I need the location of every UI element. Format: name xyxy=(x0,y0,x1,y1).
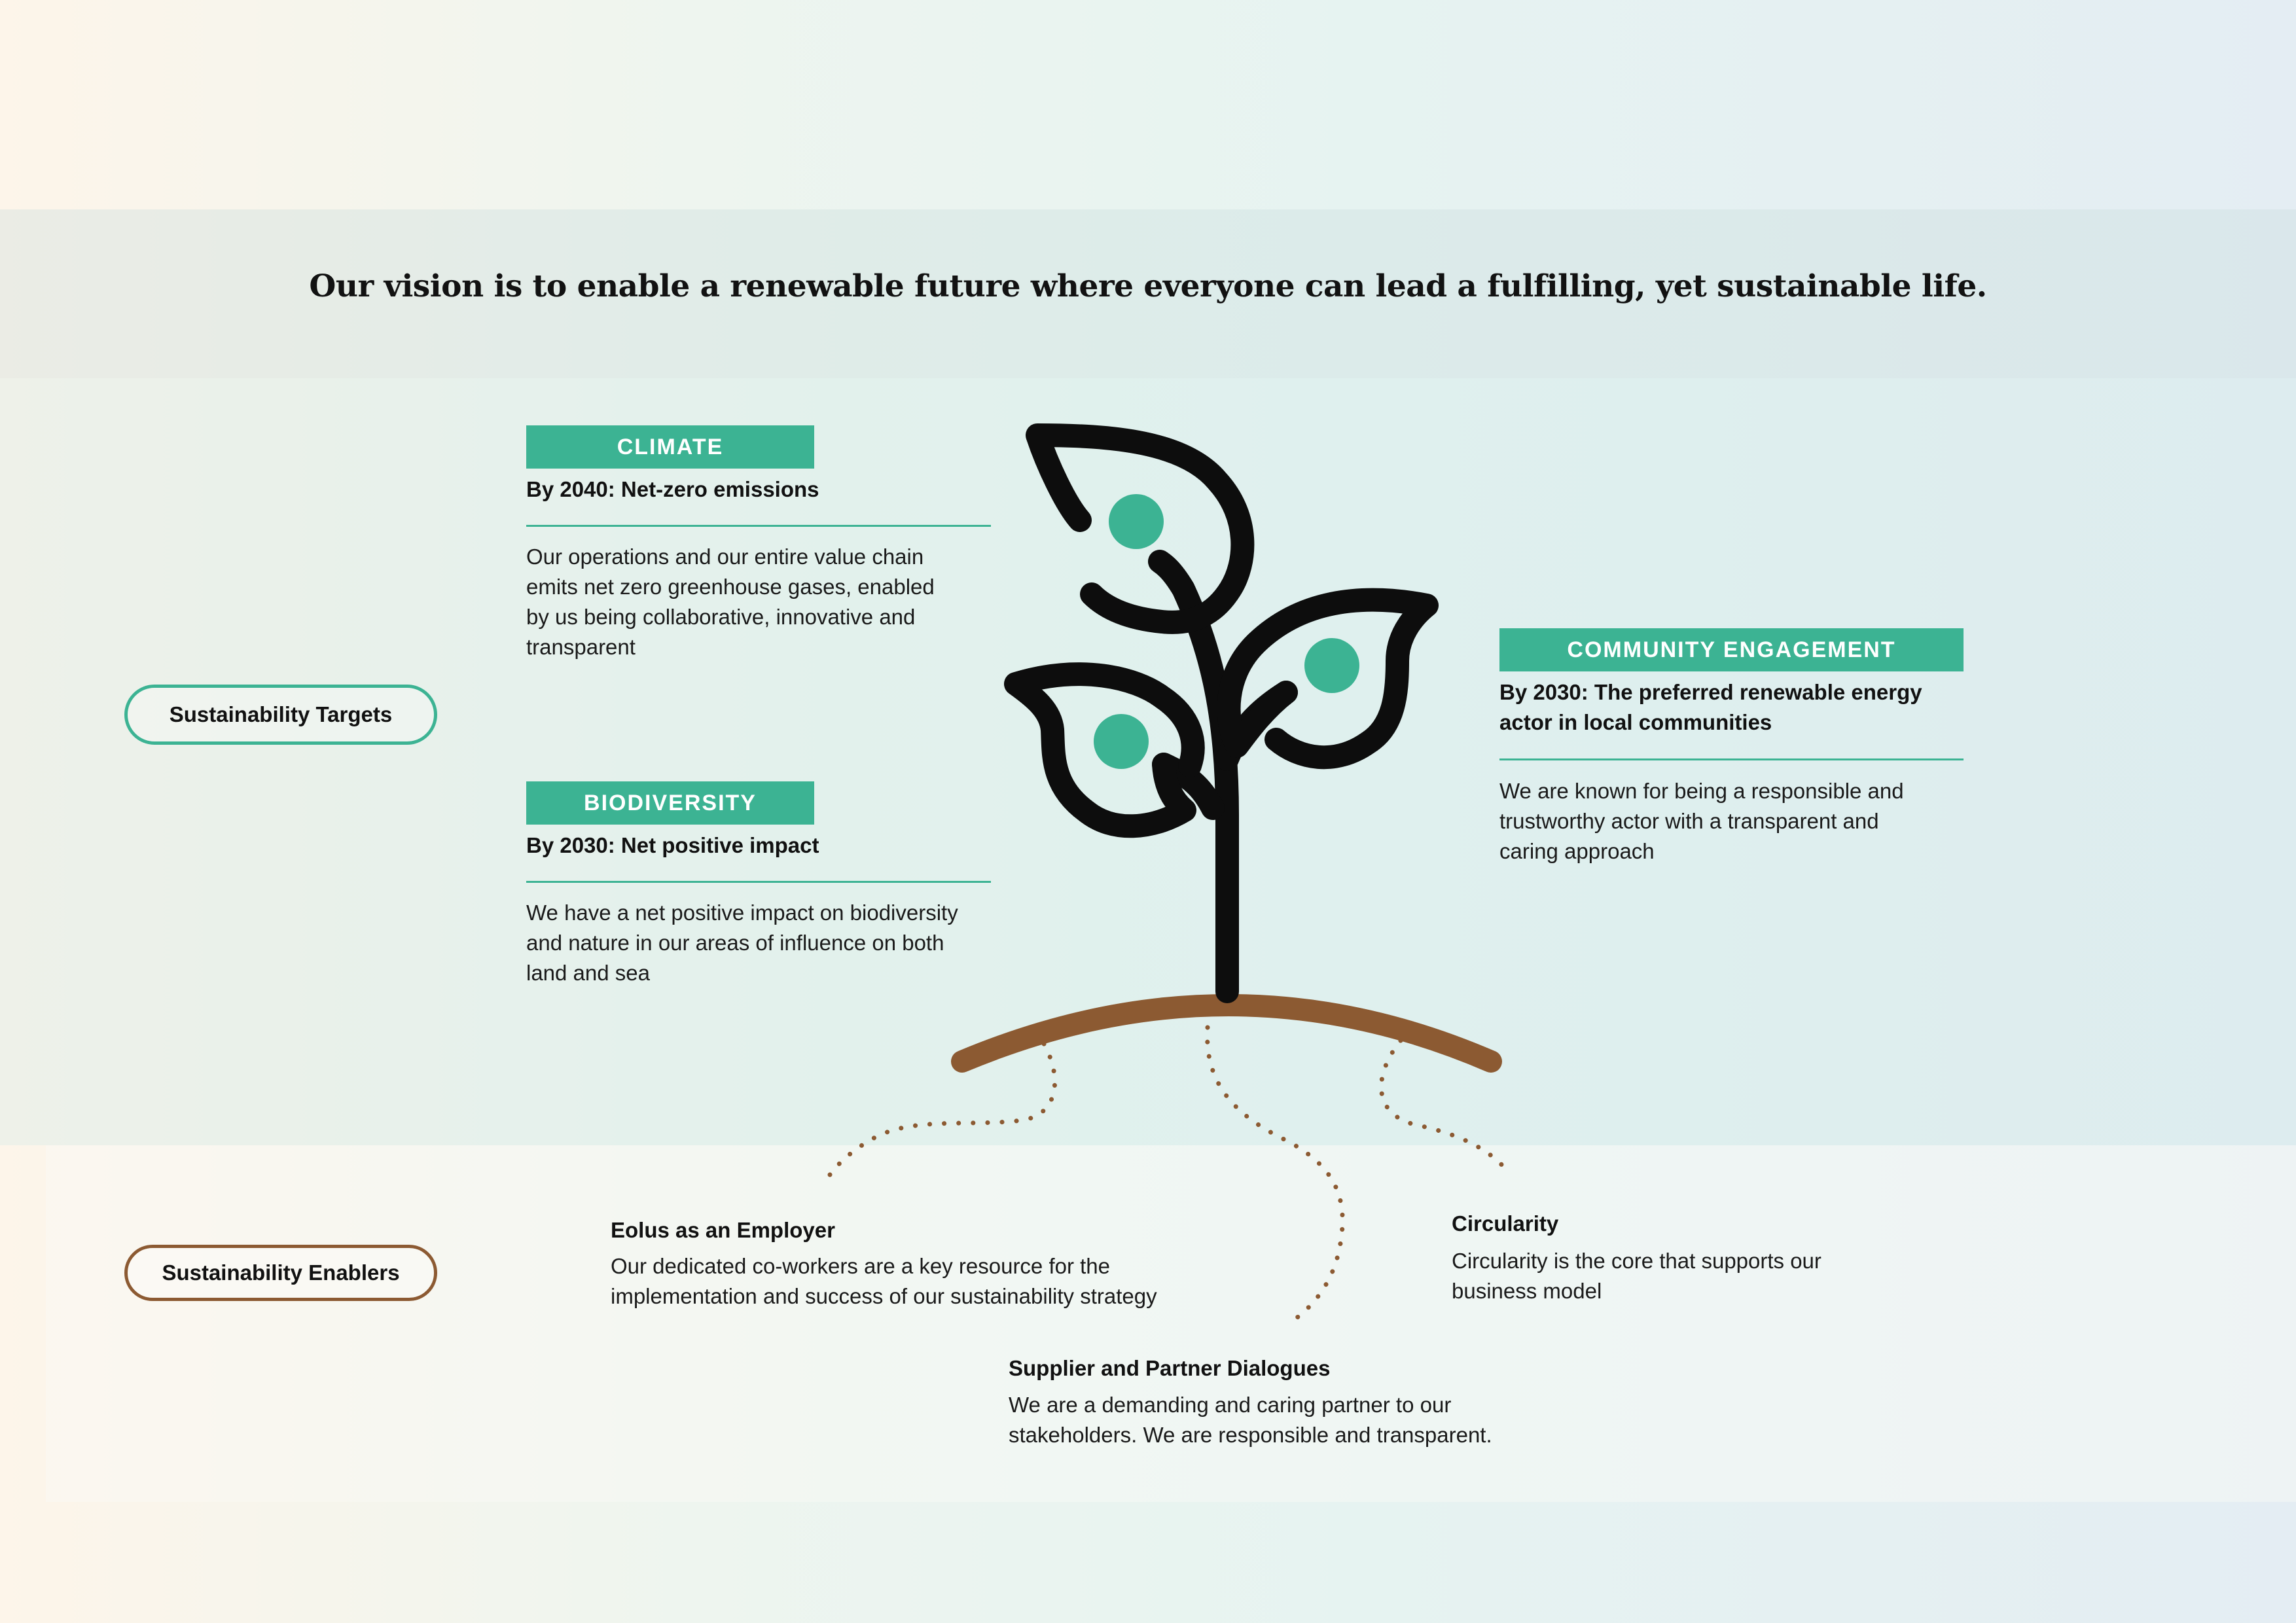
community-line: caring approach xyxy=(1499,839,1655,863)
circularity-description: Circularity is the core that supports ou… xyxy=(1452,1246,1923,1306)
leaf-dots xyxy=(1094,494,1359,769)
biodiversity-divider xyxy=(526,881,991,883)
root-to-suppliers xyxy=(1205,1025,1345,1328)
biodiversity-goal: By 2030: Net positive impact xyxy=(526,833,819,857)
leaf-dot-left xyxy=(1094,714,1149,769)
vision-statement: Our vision is to enable a renewable futu… xyxy=(309,268,1987,304)
suppliers-line: We are a demanding and caring partner to… xyxy=(1009,1393,1452,1417)
employer-description: Our dedicated co-workers are a key resou… xyxy=(611,1251,1265,1311)
biodiversity-description: We have a net positive impact on biodive… xyxy=(526,898,1011,988)
sprout-icon xyxy=(1004,423,1439,1003)
climate-goal: By 2040: Net-zero emissions xyxy=(526,477,819,501)
soil-arc xyxy=(951,994,1502,1073)
employer-title: Eolus as an Employer xyxy=(611,1218,835,1242)
climate-line: Our operations and our entire value chai… xyxy=(526,544,924,569)
biodiversity-line: We have a net positive impact on biodive… xyxy=(526,901,958,925)
circularity-line: Circularity is the core that supports ou… xyxy=(1452,1249,1821,1273)
climate-line: transparent xyxy=(526,635,636,659)
circularity-title: Circularity xyxy=(1452,1211,1559,1236)
suppliers-line: stakeholders. We are responsible and tra… xyxy=(1009,1423,1492,1447)
leaf-left xyxy=(1004,662,1205,838)
employer-line: Our dedicated co-workers are a key resou… xyxy=(611,1254,1111,1278)
dotted-root-lines xyxy=(827,1025,1513,1328)
community-goal: By 2030: The preferred renewable energy … xyxy=(1499,677,1971,738)
leaf-top xyxy=(1026,423,1255,634)
climate-divider xyxy=(526,525,991,527)
root-to-employer xyxy=(827,1041,1058,1177)
community-tag: COMMUNITY ENGAGEMENT xyxy=(1499,628,1964,671)
biodiversity-line: land and sea xyxy=(526,961,650,985)
leaf-right xyxy=(1217,588,1439,770)
sustainability-targets-label: Sustainability Targets xyxy=(124,685,437,745)
root-to-circularity xyxy=(1379,1038,1513,1177)
climate-description: Our operations and our entire value chai… xyxy=(526,542,997,662)
climate-line: by us being collaborative, innovative an… xyxy=(526,605,916,629)
sustainability-enablers-label: Sustainability Enablers xyxy=(124,1245,437,1301)
leaf-dot-right xyxy=(1304,638,1359,693)
community-goal-line: actor in local communities xyxy=(1499,710,1772,734)
climate-tag: CLIMATE xyxy=(526,425,814,469)
community-line: trustworthy actor with a transparent and xyxy=(1499,809,1879,833)
employer-line: implementation and success of our sustai… xyxy=(611,1284,1157,1308)
suppliers-description: We are a demanding and caring partner to… xyxy=(1009,1390,1571,1450)
leaf-dot-top xyxy=(1109,494,1164,549)
enablers-band xyxy=(46,1145,2296,1502)
biodiversity-line: and nature in our areas of influence on … xyxy=(526,931,944,955)
community-divider xyxy=(1499,758,1964,760)
biodiversity-tag: BIODIVERSITY xyxy=(526,781,814,825)
suppliers-title: Supplier and Partner Dialogues xyxy=(1009,1356,1331,1380)
circularity-line: business model xyxy=(1452,1279,1602,1303)
community-line: We are known for being a responsible and xyxy=(1499,779,1904,803)
community-description: We are known for being a responsible and… xyxy=(1499,776,1971,866)
vision-band xyxy=(0,209,2296,378)
climate-line: emits net zero greenhouse gases, enabled xyxy=(526,575,935,599)
community-goal-line: By 2030: The preferred renewable energy xyxy=(1499,680,1922,704)
